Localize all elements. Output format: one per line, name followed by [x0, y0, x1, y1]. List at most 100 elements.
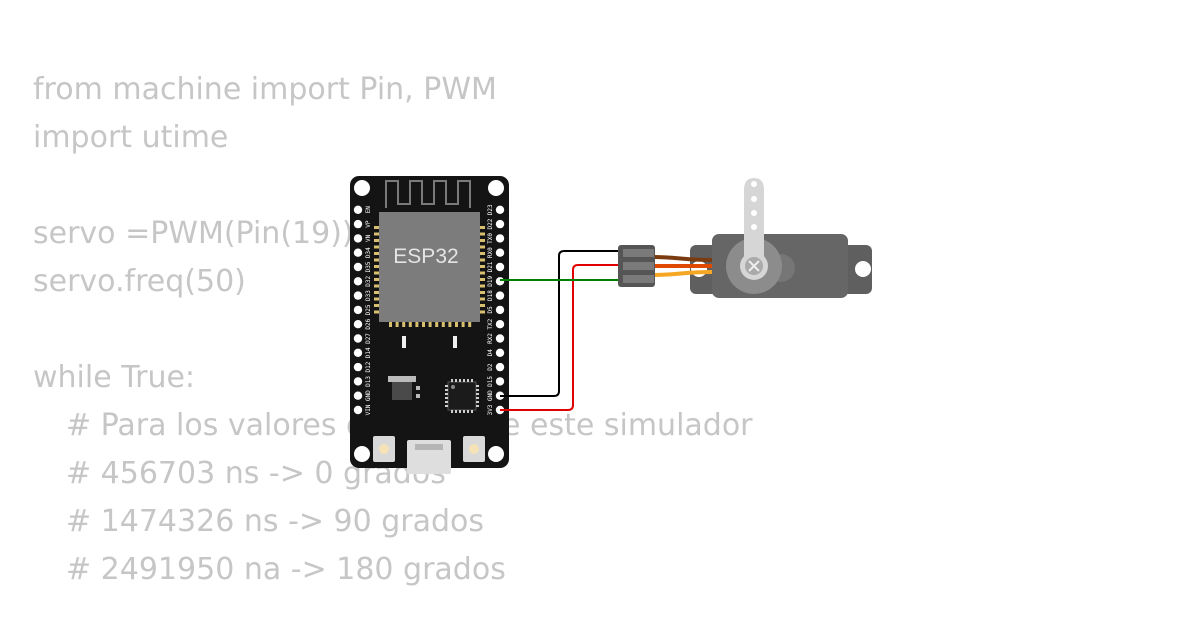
pin-d12[interactable]	[353, 362, 363, 372]
pin-en[interactable]	[353, 205, 363, 214]
servo-signal-cable	[653, 270, 713, 277]
code-line: from machine import Pin, PWM	[33, 72, 497, 107]
module-pad	[408, 322, 412, 327]
pin-d34[interactable]	[353, 248, 363, 257]
module-pad	[455, 322, 458, 327]
module-pad	[374, 245, 379, 249]
chip-pad	[455, 379, 457, 382]
left-pin-header[interactable]: VINGNDD13D12D14D27D26D25D33D32D35D34VNVP…	[353, 205, 372, 416]
module-pad	[480, 297, 485, 301]
pin-d15[interactable]	[495, 377, 505, 386]
connector-slot	[623, 249, 654, 257]
module-pad	[402, 322, 406, 327]
pin-vn[interactable]	[353, 234, 363, 243]
mount-hole	[488, 446, 504, 462]
module-pad	[480, 271, 485, 275]
chip-pad	[445, 393, 448, 395]
code-line: servo =PWM(Pin(19))	[33, 216, 354, 251]
chip-dot	[451, 385, 455, 389]
pin-d23[interactable]	[495, 205, 505, 214]
pin-d5[interactable]	[495, 305, 505, 315]
module-pad	[374, 271, 379, 275]
module-pad	[374, 304, 379, 307]
pin-d32[interactable]	[353, 277, 363, 286]
regulator-pin	[416, 386, 420, 390]
pin-d25[interactable]	[353, 305, 363, 315]
pin-vin[interactable]	[353, 405, 363, 415]
pin-label: TX0	[487, 233, 494, 244]
pin-d19[interactable]	[495, 277, 505, 286]
pin-label: VN	[365, 234, 372, 242]
pin-label: RX0	[487, 247, 494, 258]
pin-label: D13	[365, 376, 372, 387]
chip-pad	[455, 410, 457, 413]
module-pad	[480, 265, 485, 268]
chip-pad	[459, 379, 461, 382]
module-pad	[374, 265, 379, 268]
pin-d33[interactable]	[353, 291, 363, 300]
mount-hole	[354, 180, 370, 196]
pin-rx0[interactable]	[495, 248, 505, 257]
pin-d18[interactable]	[495, 291, 505, 300]
pin-vp[interactable]	[353, 219, 363, 229]
servo-motor[interactable]	[618, 178, 872, 298]
horn-hole	[751, 210, 757, 216]
module-pad	[480, 258, 485, 262]
module-pad	[448, 322, 452, 327]
pin-gnd[interactable]	[353, 391, 363, 400]
code-line: # 1474326 ns -> 90 grados	[66, 504, 484, 539]
horn-hole	[751, 224, 757, 230]
pin-d13[interactable]	[353, 377, 363, 386]
chip-pad	[445, 401, 448, 403]
servo-horn[interactable]	[744, 178, 764, 266]
module-pad	[468, 322, 472, 327]
pin-label: GND	[487, 390, 494, 401]
button-cap	[469, 444, 479, 454]
wires	[500, 250, 622, 411]
chip-pad	[445, 385, 448, 387]
module-pad	[480, 226, 485, 229]
chip-pad	[451, 410, 453, 413]
pin-label: D18	[487, 290, 494, 301]
pin-label: D12	[365, 361, 372, 372]
regulator-pin	[416, 394, 420, 398]
power-wire[interactable]	[500, 264, 622, 411]
pin-d4[interactable]	[495, 348, 505, 357]
module-pad	[480, 252, 485, 255]
module-pad	[374, 278, 379, 281]
module-pad	[480, 304, 485, 307]
pin-tx2[interactable]	[495, 320, 505, 329]
pin-d2[interactable]	[495, 362, 505, 372]
pin-label: D23	[487, 204, 494, 215]
mount-hole	[488, 180, 504, 196]
chip-pad	[463, 410, 465, 413]
chip-pad	[445, 389, 448, 391]
pin-rx2[interactable]	[495, 334, 505, 343]
module-pad	[374, 239, 379, 242]
pin-tx0[interactable]	[495, 234, 505, 243]
pin-label: D34	[365, 247, 372, 258]
pin-d26[interactable]	[353, 320, 363, 329]
pin-d21[interactable]	[495, 262, 505, 272]
pin-label: D21	[487, 261, 494, 272]
horn-hole	[751, 196, 757, 202]
pin-d22[interactable]	[495, 219, 505, 229]
screw-cross	[748, 260, 760, 272]
module-pad	[422, 322, 425, 327]
pin-d27[interactable]	[353, 334, 363, 343]
pin-label: TX2	[487, 318, 494, 329]
pin-d14[interactable]	[353, 348, 363, 357]
smd-component	[402, 336, 406, 348]
pin-label: D35	[365, 261, 372, 272]
module-pad	[374, 258, 379, 262]
pin-label: D15	[487, 376, 494, 387]
right-pin-header[interactable]: 3V3GNDD15D2D4RX2TX2D5D18D19D21RX0TX0D22D…	[487, 204, 505, 415]
ground-wire[interactable]	[500, 250, 622, 397]
module-pad	[480, 284, 485, 288]
esp32-board[interactable]: ESP32 VINGNDD13D12D14D27D26D25D33D32D35D…	[350, 176, 509, 474]
pin-d35[interactable]	[353, 262, 363, 272]
code-line: while True:	[33, 360, 196, 395]
mount-hole	[354, 446, 370, 462]
